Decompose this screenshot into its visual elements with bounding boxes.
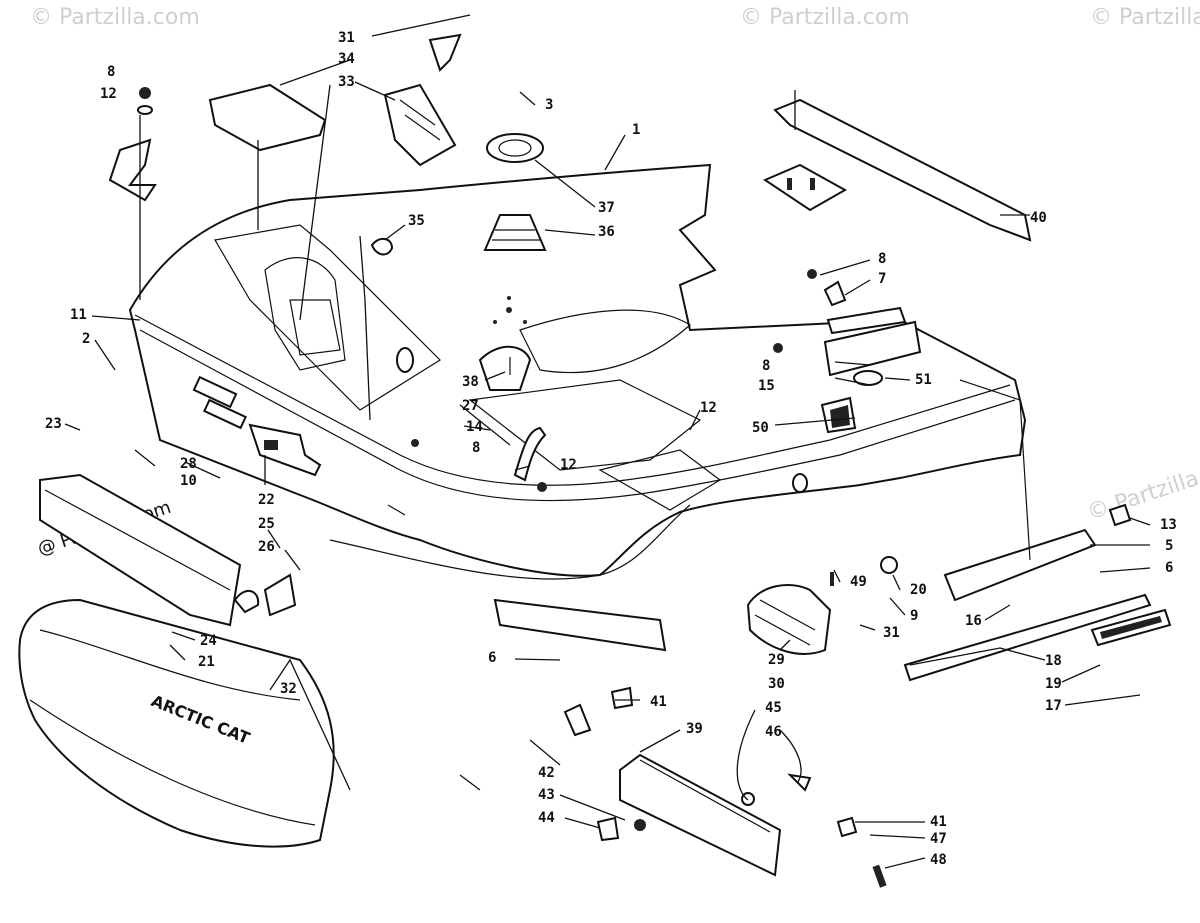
center-bottom-parts bbox=[411, 426, 834, 655]
watermark: © Partzilla.com bbox=[30, 5, 200, 30]
callout-10: 10 bbox=[180, 473, 197, 489]
callout-28: 28 bbox=[180, 456, 197, 472]
callout-6: 6 bbox=[488, 650, 496, 666]
callout-5: 5 bbox=[1165, 538, 1173, 554]
callout-17: 17 bbox=[1045, 698, 1062, 714]
watermark: © Partzilla.com bbox=[1084, 449, 1200, 525]
callout-43: 43 bbox=[538, 787, 555, 803]
callout-22: 22 bbox=[258, 492, 275, 508]
callout-13: 13 bbox=[1160, 517, 1177, 533]
callout-48: 48 bbox=[930, 852, 947, 868]
callout-8: 8 bbox=[472, 440, 480, 456]
callout-36: 36 bbox=[598, 224, 615, 240]
callout-26: 26 bbox=[258, 539, 275, 555]
callout-9: 9 bbox=[910, 608, 918, 624]
callout-30: 30 bbox=[768, 676, 785, 692]
watermark: © Partzilla.com bbox=[1090, 5, 1200, 30]
callout-12: 12 bbox=[560, 457, 577, 473]
callout-8: 8 bbox=[878, 251, 886, 267]
callout-labels: 31 34 33 8 12 3 1 37 36 35 40 8 7 11 2 8… bbox=[45, 30, 1177, 868]
callout-37: 37 bbox=[598, 200, 615, 216]
callout-20: 20 bbox=[910, 582, 927, 598]
callout-1: 1 bbox=[632, 122, 640, 138]
callout-49: 49 bbox=[850, 574, 867, 590]
callout-32: 32 bbox=[280, 681, 297, 697]
callout-38: 38 bbox=[462, 374, 479, 390]
callout-46: 46 bbox=[765, 724, 782, 740]
callout-31: 31 bbox=[338, 30, 355, 46]
callout-12: 12 bbox=[100, 86, 117, 102]
callout-41: 41 bbox=[930, 814, 947, 830]
running-board-rails bbox=[903, 379, 1172, 682]
front-nose-cone: ARCTIC CAT bbox=[18, 598, 335, 848]
bracket-40 bbox=[762, 90, 1032, 242]
callout-39: 39 bbox=[686, 721, 703, 737]
top-left-parts bbox=[108, 33, 462, 202]
callout-24: 24 bbox=[200, 633, 217, 649]
callout-6: 6 bbox=[1165, 560, 1173, 576]
callout-25: 25 bbox=[258, 516, 275, 532]
center-top-parts bbox=[370, 133, 547, 391]
callout-47: 47 bbox=[930, 831, 947, 847]
callout-35: 35 bbox=[408, 213, 425, 229]
callout-12: 12 bbox=[700, 400, 717, 416]
callout-11: 11 bbox=[70, 307, 87, 323]
bottom-bracket-parts bbox=[563, 686, 887, 888]
callout-50: 50 bbox=[752, 420, 769, 436]
callout-15: 15 bbox=[758, 378, 775, 394]
callout-2: 2 bbox=[82, 331, 90, 347]
callout-23: 23 bbox=[45, 416, 62, 432]
callout-31: 31 bbox=[883, 625, 900, 641]
callout-45: 45 bbox=[765, 700, 782, 716]
callout-8: 8 bbox=[107, 64, 115, 80]
callout-42: 42 bbox=[538, 765, 555, 781]
callout-44: 44 bbox=[538, 810, 555, 826]
callout-40: 40 bbox=[1030, 210, 1047, 226]
bumper-bar bbox=[39, 473, 297, 627]
right-center-parts bbox=[773, 269, 1132, 574]
callout-14: 14 bbox=[466, 419, 483, 435]
callout-27: 27 bbox=[462, 398, 479, 414]
callout-3: 3 bbox=[545, 97, 553, 113]
callout-21: 21 bbox=[198, 654, 215, 670]
callout-19: 19 bbox=[1045, 676, 1062, 692]
callout-41: 41 bbox=[650, 694, 667, 710]
hood-body-pan bbox=[128, 163, 1027, 580]
callout-51: 51 bbox=[915, 372, 932, 388]
callout-16: 16 bbox=[965, 613, 982, 629]
leader-lines bbox=[64, 14, 1151, 869]
callout-33: 33 bbox=[338, 74, 355, 90]
callout-8: 8 bbox=[762, 358, 770, 374]
callout-7: 7 bbox=[878, 271, 886, 287]
callout-34: 34 bbox=[338, 51, 355, 67]
watermark: © Partzilla.com bbox=[740, 5, 910, 30]
callout-29: 29 bbox=[768, 652, 785, 668]
callout-18: 18 bbox=[1045, 653, 1062, 669]
